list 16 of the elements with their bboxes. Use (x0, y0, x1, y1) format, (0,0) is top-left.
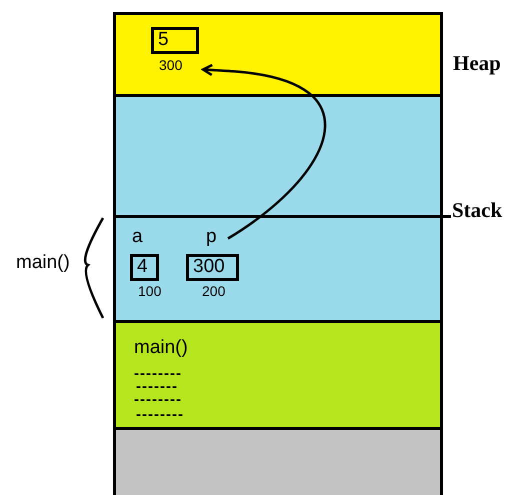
address-label: 100 (138, 282, 162, 300)
region-label: Stack (452, 198, 502, 223)
region-label: Heap (453, 51, 501, 76)
address-label: 300 (159, 56, 182, 74)
value-box: 300 (186, 254, 239, 281)
code-segment-band (113, 320, 443, 430)
variable-name: p (206, 228, 217, 246)
value-box: 5 (151, 27, 199, 54)
empty-band (113, 427, 443, 495)
function-label: main() (134, 337, 188, 359)
placeholder-line: -------- (136, 406, 184, 423)
arrow (202, 64, 326, 240)
address-label: 200 (202, 282, 226, 300)
function-label: main() (16, 252, 70, 274)
variable-name: a (132, 228, 143, 246)
value-box: 4 (130, 254, 159, 281)
